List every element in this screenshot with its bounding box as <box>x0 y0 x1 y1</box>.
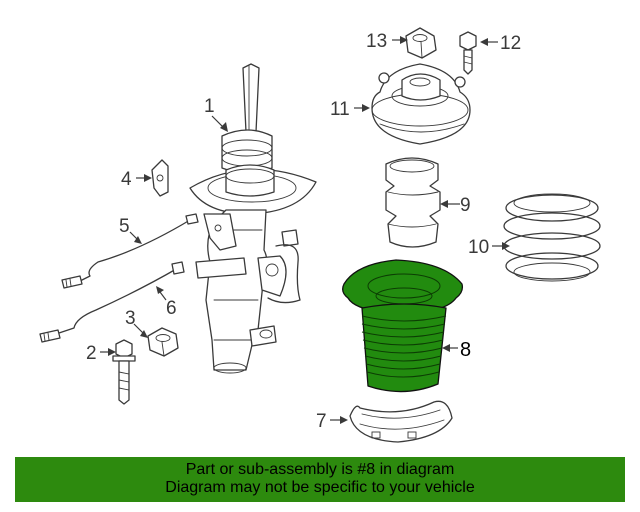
part-9-bump-stop[interactable] <box>385 157 441 248</box>
part-10-coil-spring[interactable] <box>503 193 601 282</box>
callout-3: 3 <box>125 308 136 329</box>
part-7-lower-insulator[interactable] <box>349 400 453 443</box>
part-2-bolt[interactable] <box>112 339 136 405</box>
banner-line-2: Diagram may not be specific to your vehi… <box>165 479 475 496</box>
callout-4: 4 <box>121 169 132 190</box>
callout-8: 8 <box>460 339 471 361</box>
callout-1: 1 <box>204 96 215 117</box>
callout-12: 12 <box>500 33 521 54</box>
part-8-dust-boot[interactable] <box>342 259 464 393</box>
part-4-bracket[interactable] <box>151 159 169 197</box>
part-13-nut[interactable] <box>405 27 437 59</box>
callout-5: 5 <box>119 216 130 237</box>
part-12-screw[interactable] <box>459 31 477 75</box>
part-1-strut-assembly[interactable] <box>189 63 317 374</box>
callout-13: 13 <box>366 31 387 52</box>
callout-11: 11 <box>330 99 350 120</box>
callout-2: 2 <box>86 343 97 364</box>
part-11-upper-mount[interactable] <box>371 63 471 145</box>
part-5-sensor-harness[interactable] <box>61 213 199 289</box>
callout-leaders <box>100 36 510 424</box>
callout-10: 10 <box>468 237 489 258</box>
callout-7: 7 <box>316 411 327 432</box>
exploded-strut-diagram: 1 2 3 4 5 6 7 8 9 10 11 12 13 <box>39 27 601 443</box>
info-banner: Part or sub-assembly is #8 in diagram Di… <box>15 457 625 502</box>
part-3-nut[interactable] <box>147 327 179 357</box>
banner-line-1: Part or sub-assembly is #8 in diagram <box>185 461 455 478</box>
callout-6: 6 <box>166 298 177 319</box>
part-6-sensor-harness[interactable] <box>39 261 185 343</box>
callout-9: 9 <box>460 195 471 216</box>
